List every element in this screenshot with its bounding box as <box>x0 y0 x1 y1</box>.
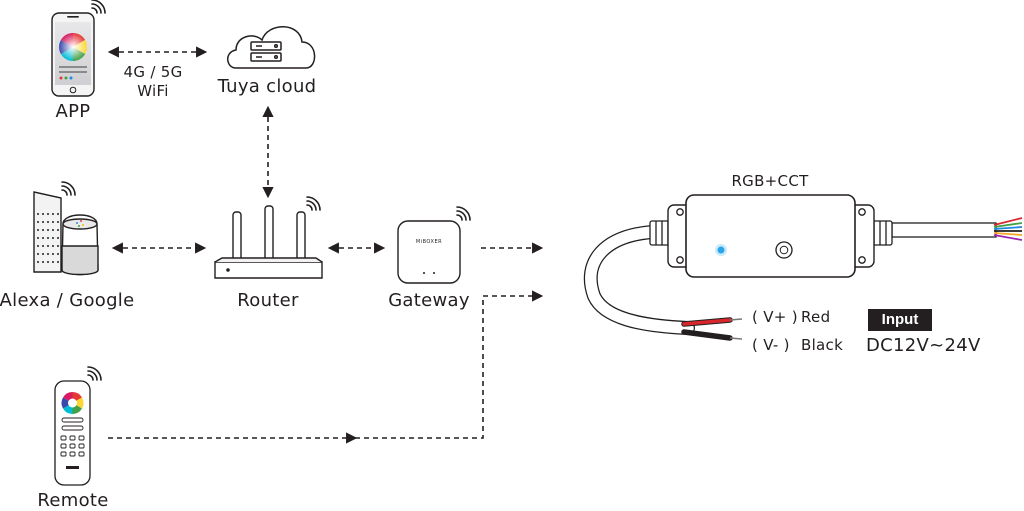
smart-speaker-icon <box>33 191 99 276</box>
speaker-grille-icon <box>37 213 59 263</box>
negative-terminal-label: ( V- ) <box>752 336 790 354</box>
status-led-icon <box>717 246 725 254</box>
controller-body <box>685 194 856 278</box>
wifi-signal-icon <box>456 206 471 221</box>
pairing-button-icon <box>775 241 793 259</box>
wifi-link-line-1: 4G / 5G <box>123 63 183 81</box>
positive-wire-color: Red <box>801 308 831 326</box>
positive-terminal-label: ( V+ ) <box>752 308 798 326</box>
wifi-link-label: 4G / 5G WiFi <box>123 63 182 101</box>
wifi-signal-icon <box>61 181 76 196</box>
smartphone-icon <box>51 12 95 97</box>
svg-text:MiBOXER: MiBOXER <box>416 239 442 245</box>
cloud-server-icon <box>227 26 316 69</box>
negative-wire-color: Black <box>801 336 844 354</box>
wifi-signal-icon <box>91 0 106 14</box>
alexa-google-label: Alexa / Google <box>0 290 135 311</box>
output-cable <box>891 222 997 238</box>
led-controller <box>583 194 1023 341</box>
router-icon <box>214 205 323 279</box>
remote-control-icon <box>54 380 91 486</box>
input-badge: Input <box>868 309 932 331</box>
gateway-icon: MiBOXER <box>397 220 461 284</box>
connector-remote-controller <box>355 290 544 439</box>
wifi-signal-icon <box>306 196 321 211</box>
input-voltage-label: DC12V~24V <box>866 335 981 356</box>
wifi-link-line-2: WiFi <box>137 82 169 100</box>
router-label: Router <box>237 290 299 311</box>
output-wire-bundle <box>993 217 1023 241</box>
tuya-cloud-label: Tuya cloud <box>217 76 317 97</box>
black-wire <box>681 329 733 341</box>
remote-label: Remote <box>37 490 109 511</box>
controller-title: RGB+CCT <box>731 172 809 190</box>
wifi-signal-icon <box>87 366 102 381</box>
app-label: APP <box>55 101 91 122</box>
gateway-label: Gateway <box>388 290 470 311</box>
